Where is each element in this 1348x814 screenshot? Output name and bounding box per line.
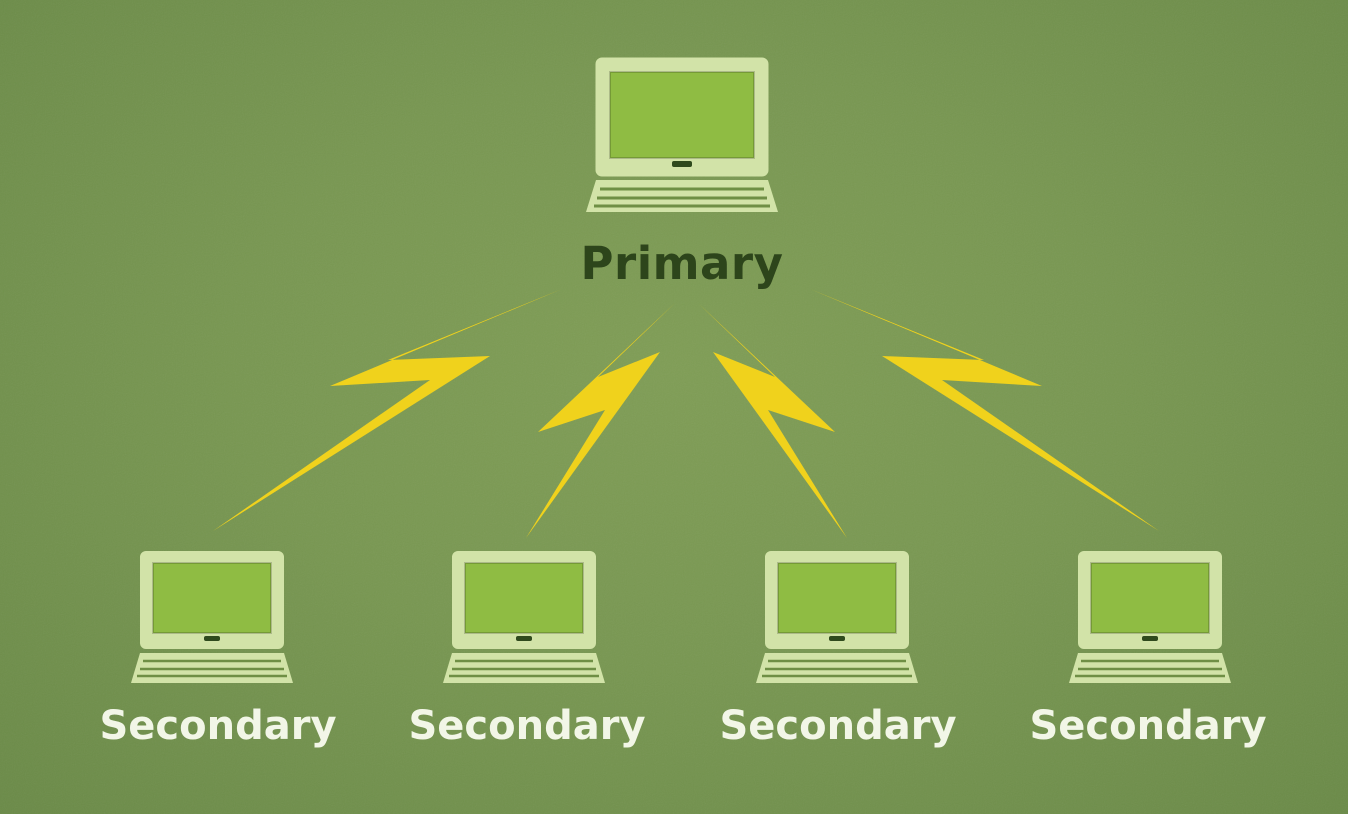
secondary-label: Secondary [408, 703, 646, 749]
lightning-bolt-icon [526, 303, 675, 538]
lightning-bolt-icon [213, 289, 562, 531]
secondary-laptop-icon [443, 551, 605, 683]
secondary-label: Secondary [1029, 703, 1267, 749]
lightning-bolt-icon [810, 289, 1159, 531]
primary-laptop-icon [586, 57, 778, 212]
lightning-bolt-icon [698, 303, 847, 538]
secondary-laptop-icon [131, 551, 293, 683]
secondary-label: Secondary [99, 703, 337, 749]
secondary-label: Secondary [719, 703, 957, 749]
secondary-laptop-icon [1069, 551, 1231, 683]
primary-label: Primary [580, 237, 784, 290]
secondary-laptop-icon [756, 551, 918, 683]
